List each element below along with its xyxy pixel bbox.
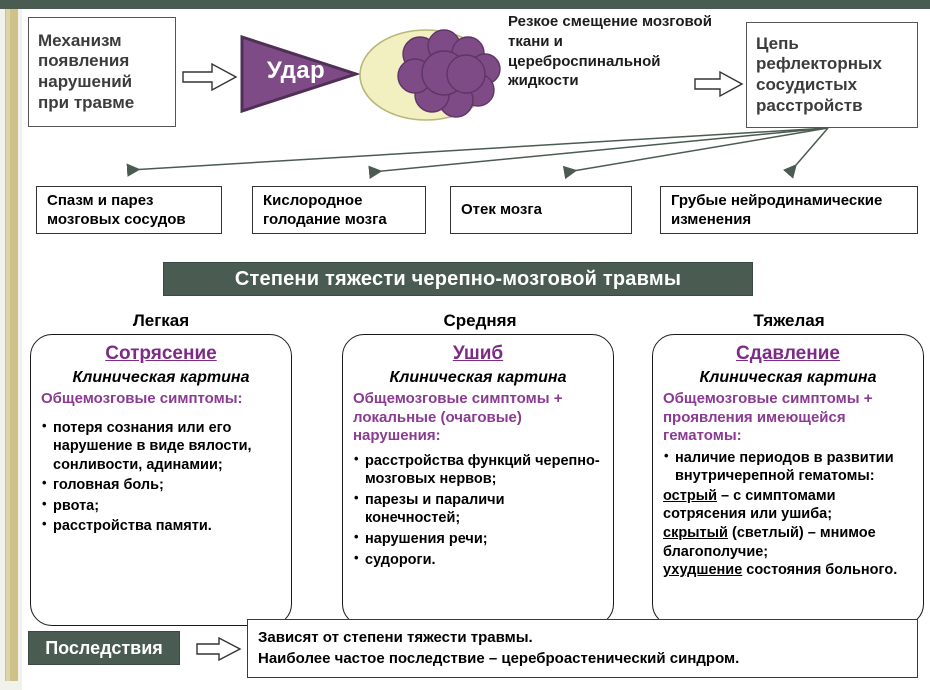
list-item: потеря сознания или его нарушение в виде… xyxy=(41,418,281,475)
left-stripe-highlight xyxy=(6,9,10,681)
arrow-mechanism-to-impact xyxy=(182,62,238,92)
card-bullet-list: расстройства функций черепно-мозговых не… xyxy=(353,451,603,570)
severity-head-moderate: Средняя xyxy=(443,311,517,330)
top-decorative-bar xyxy=(0,0,930,9)
consequence-box-spasm: Спазм и парез мозговых сосудов xyxy=(36,186,222,234)
consequences-text-box: Зависят от степени тяжести травмы. Наибо… xyxy=(247,619,918,678)
reflex-chain-title: Цепь рефлекторных сосудистых расстройств xyxy=(756,33,882,115)
brain-illustration xyxy=(359,29,501,121)
card-lead: Общемозговые симптомы + проявления имеющ… xyxy=(663,390,873,445)
consequence-box-hypoxia: Кислородное голодание мозга xyxy=(252,186,426,234)
severity-card-contusion: Ушиб Клиническая картина Общемозговые си… xyxy=(342,334,614,626)
arrow-impact-to-chain xyxy=(694,70,744,98)
severity-banner: Степени тяжести черепно-мозговой травмы xyxy=(163,262,753,296)
brain-lobes xyxy=(397,29,501,118)
card-lead: Общемозговые симптомы: xyxy=(41,390,243,407)
impact-wedge-shape xyxy=(240,34,360,114)
fanout-arrows xyxy=(126,127,829,180)
arrow-consequences xyxy=(196,636,242,662)
list-item: головная боль; xyxy=(41,475,281,495)
period-term: острый xyxy=(663,487,717,504)
displacement-text: Резкое смещение мозговой ткани и церебро… xyxy=(508,13,712,90)
list-item: рвота; xyxy=(41,496,281,516)
consequences-line-1: Зависят от степени тяжести травмы. xyxy=(258,629,533,646)
card-subtitle: Клиническая картина xyxy=(72,369,250,386)
period-desc: состояния больного. xyxy=(742,562,898,579)
list-item: нарушения речи; xyxy=(353,529,603,549)
list-item: парезы и параличи конечностей; xyxy=(353,490,603,528)
consequence-box-edema: Отек мозга xyxy=(450,186,632,234)
card-lead: Общемозговые симптомы + локальные (очаго… xyxy=(353,390,563,445)
severity-card-concussion: Сотрясение Клиническая картина Общемозго… xyxy=(30,334,292,626)
list-item: наличие периодов в развитии внутричерепн… xyxy=(663,448,913,486)
card-subtitle: Клиническая картина xyxy=(389,369,567,386)
hematoma-periods: острый – с симптомами сотрясения или уши… xyxy=(663,487,913,580)
card-subtitle: Клиническая картина xyxy=(699,369,877,386)
list-item: расстройства памяти. xyxy=(41,516,281,536)
period-term: скрытый xyxy=(663,524,728,541)
consequence-label: Кислородное голодание мозга xyxy=(263,191,387,229)
card-bullet-list: наличие периодов в развитии внутричерепн… xyxy=(663,448,913,486)
mechanism-box: Механизм появления нарушений при травме xyxy=(28,17,176,127)
mechanism-title: Механизм появления нарушений при травме xyxy=(38,30,135,112)
reflex-chain-box: Цепь рефлекторных сосудистых расстройств xyxy=(746,22,918,128)
list-item: судороги. xyxy=(353,550,603,570)
consequences-line-2: Наиболее частое последствие – цереброаст… xyxy=(258,650,740,668)
list-item: расстройства функций черепно-мозговых не… xyxy=(353,451,603,489)
period-latent: скрытый (светлый) – мнимое благополучие; xyxy=(663,524,913,561)
consequences-label: Последствия xyxy=(28,631,180,665)
card-title: Сдавление xyxy=(736,343,840,364)
period-deterioration: ухудшение состояния больного. xyxy=(663,561,913,580)
period-term: ухудшение xyxy=(663,562,743,579)
consequence-label: Грубые нейродинамические изменения xyxy=(671,191,883,229)
period-desc: (светлый) – мнимое благополучие; xyxy=(663,524,876,560)
card-bullet-list: потеря сознания или его нарушение в виде… xyxy=(41,418,281,536)
consequence-box-neurodynamic: Грубые нейродинамические изменения xyxy=(660,186,918,234)
severity-head-mild: Легкая xyxy=(132,311,190,330)
period-desc: – с симптомами сотрясения или ушиба; xyxy=(663,487,836,523)
consequence-label: Спазм и парез мозговых сосудов xyxy=(47,191,186,229)
card-title: Ушиб xyxy=(452,343,504,364)
severity-card-compression: Сдавление Клиническая картина Общемозгов… xyxy=(652,334,924,626)
period-acute: острый – с симптомами сотрясения или уши… xyxy=(663,487,913,524)
severity-head-severe: Тяжелая xyxy=(753,311,825,330)
card-title: Сотрясение xyxy=(105,343,217,364)
consequence-label: Отек мозга xyxy=(461,201,542,219)
